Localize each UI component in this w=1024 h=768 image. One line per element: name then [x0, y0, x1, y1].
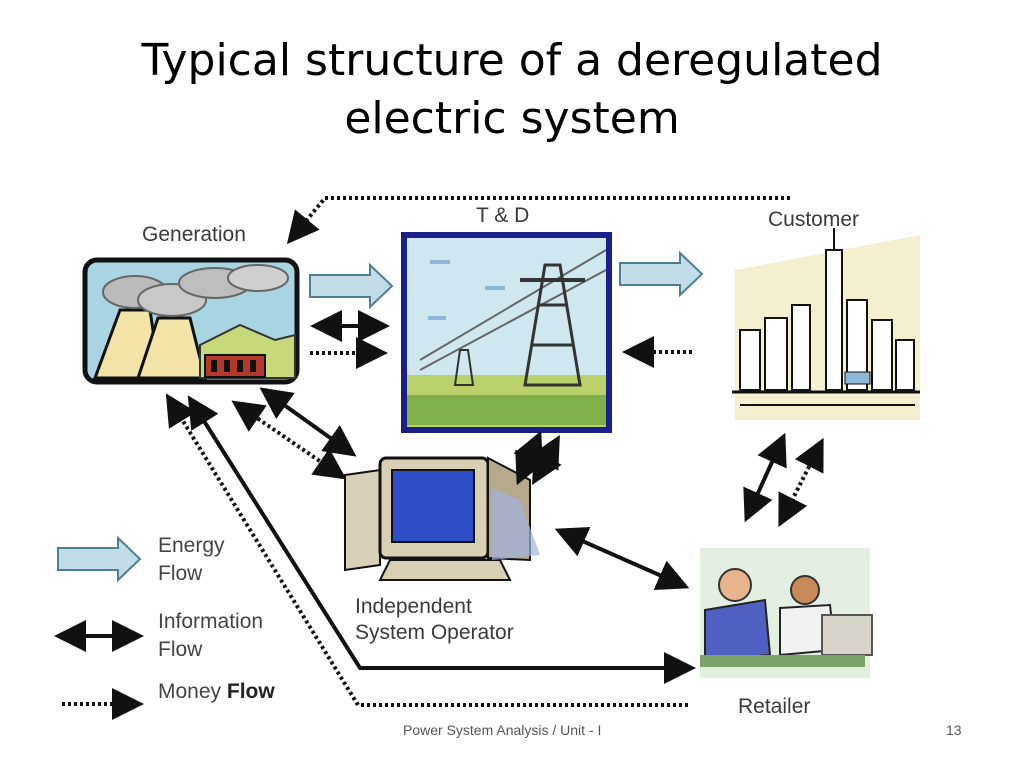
legend-flow-word: Flow [226, 680, 275, 703]
legend-information-label: Information Flow [158, 608, 263, 664]
legend-energy-line-2: Flow [158, 562, 203, 585]
slide-title-line-1: Typical structure of a deregulated [141, 35, 883, 86]
legend-information-line-1: Information [158, 610, 264, 633]
money-flow-arrows [62, 196, 824, 720]
slide-footer: Power System Analysis / Unit - I [403, 722, 602, 738]
slide-title: Typical structure of a deregulated elect… [0, 32, 1024, 148]
money-arrow-customer-retailer [778, 437, 824, 528]
info-arrow-customer-retailer [743, 432, 787, 523]
info-arrow-td-iso [513, 430, 545, 486]
customer-city-illustration [732, 228, 920, 420]
generation-plant-illustration [82, 257, 300, 385]
money-arrow-customer-to-gen [286, 196, 790, 245]
label-iso-line-1: Independent [355, 595, 472, 618]
energy-arrow-gen-to-td [309, 262, 394, 310]
legend-money-label: Money Flow [158, 678, 275, 706]
money-arrow-retailer-to-gen [165, 393, 688, 707]
iso-computer-illustration [344, 456, 540, 581]
retailer-people-illustration [700, 548, 873, 678]
legend-money-word: Money [158, 680, 222, 703]
info-arrow-gen-iso [259, 387, 357, 457]
energy-arrow-td-to-customer [619, 250, 704, 298]
label-retailer: Retailer [738, 695, 811, 718]
money-arrow-gen-iso [231, 400, 347, 480]
label-td: T & D [476, 204, 530, 227]
info-arrow-iso-retailer [554, 527, 690, 590]
legend-information-line-2: Flow [158, 638, 203, 661]
label-iso-line-2: System Operator [355, 621, 514, 644]
legend-energy-arrow [57, 535, 142, 583]
info-arrow-gen-retailer [187, 395, 696, 684]
label-generation: Generation [142, 223, 246, 246]
slide-title-line-2: electric system [344, 93, 680, 144]
legend-energy-label: Energy Flow [158, 532, 225, 588]
label-customer: Customer [768, 208, 860, 231]
td-tower-illustration [401, 232, 612, 433]
legend-energy-line-1: Energy [158, 534, 225, 557]
energy-flow-arrows [57, 250, 704, 583]
money-arrow-td-iso [530, 435, 562, 485]
slide-page-number: 13 [946, 722, 962, 738]
label-iso: Independent System Operator [355, 594, 514, 646]
